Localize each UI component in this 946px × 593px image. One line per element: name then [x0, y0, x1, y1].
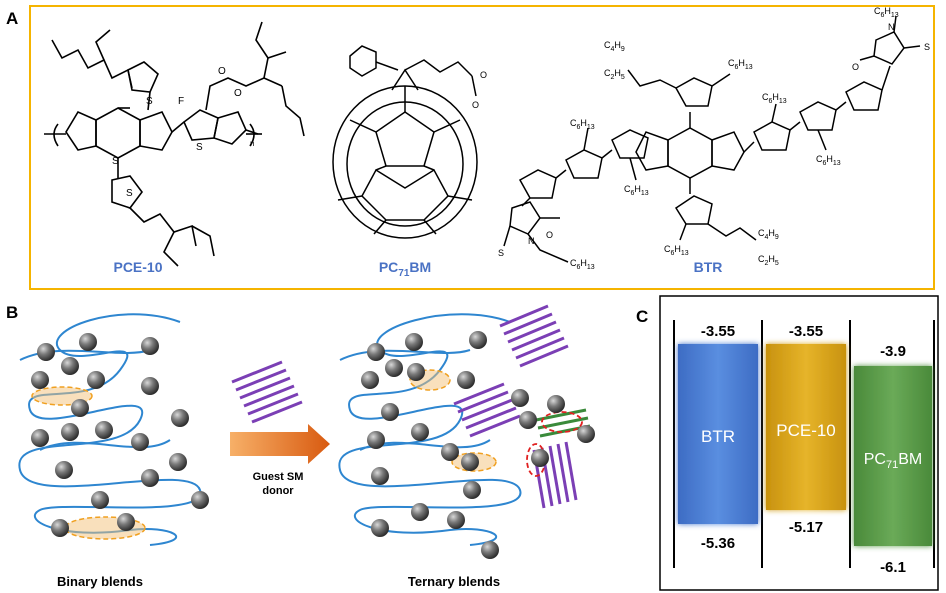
btr-s-left: S: [498, 248, 504, 258]
pce10-lumo: -3.55: [789, 323, 823, 340]
binary-fullerene-balls: [31, 333, 209, 537]
btr-c6h13-c: C6H13: [624, 184, 649, 197]
level-separators: [673, 320, 935, 568]
ternary-fullerene-balls: [361, 331, 595, 559]
binary-polymer-chain-2: [19, 349, 171, 451]
ternary-polymer-chain: [338, 313, 522, 546]
pc71bm-structure: [332, 45, 478, 239]
pce10-level-box: [766, 344, 846, 510]
btr-s-right: S: [924, 42, 930, 52]
btr-o-right: O: [852, 62, 859, 72]
pce10-structure: [44, 21, 305, 267]
pce10-label: PCE-10: [113, 259, 162, 275]
btr-c6h13-h: C6H13: [874, 6, 899, 19]
pce10-o2: O: [234, 88, 242, 99]
pce10-f: F: [178, 96, 184, 107]
panel-c: C BTR -3.55 -5.36 PCE-10 -3.55 -5.17 PC7…: [636, 295, 939, 591]
btr-label: BTR: [694, 259, 723, 275]
btr-level-name: BTR: [701, 427, 735, 446]
btr-c6h13-a: C6H13: [728, 58, 753, 71]
ternary-stack-3: [532, 441, 578, 509]
btr-n-left: N: [528, 236, 535, 246]
btr-c4h9-bot: C4H9: [758, 228, 779, 241]
pc71bm-lumo: -3.9: [880, 343, 906, 360]
btr-c2h5-bot: C2H5: [758, 254, 779, 267]
pc71bm-level-name: PC71BM: [864, 451, 922, 471]
btr-homo: -5.36: [701, 535, 735, 552]
btr-lumo: -3.55: [701, 323, 735, 340]
binary-caption: Binary blends: [57, 574, 143, 589]
panel-a: A: [6, 5, 935, 290]
panel-b: B Binary blends Guest SM donor: [6, 303, 595, 589]
panel-a-label: A: [6, 9, 18, 28]
ternary-stack-2: [453, 382, 521, 438]
btr-c6h13-f: C6H13: [664, 244, 689, 257]
pc71bm-o1: O: [480, 70, 487, 80]
pce10-s3: S: [196, 142, 203, 153]
pce10-s4: S: [126, 188, 133, 199]
ternary-stack-1: [499, 304, 569, 368]
ternary-cascade-1: [541, 411, 583, 433]
btr-c6h13-e: C6H13: [816, 154, 841, 167]
arrow-text-line2: donor: [262, 485, 294, 497]
pce10-s2: S: [146, 96, 153, 107]
guest-sm-stack: [231, 360, 303, 424]
arrow-text-line1: Guest SM: [253, 471, 304, 483]
btr-c2h5-top: C2H5: [604, 68, 625, 81]
panel-a-border: [29, 5, 935, 290]
ternary-caption: Ternary blends: [408, 574, 500, 589]
btr-c6h13-b: C6H13: [570, 118, 595, 131]
btr-c6h13-g: C6H13: [570, 258, 595, 271]
pc71bm-label: PC71BM: [379, 259, 431, 279]
btr-level-box: [678, 344, 758, 524]
pc71bm-level-box: [854, 366, 932, 546]
btr-c6h13-d: C6H13: [762, 92, 787, 105]
panel-b-label: B: [6, 303, 18, 322]
pc71bm-homo: -6.1: [880, 559, 906, 576]
pce10-homo: -5.17: [789, 519, 823, 536]
btr-structure: [503, 15, 921, 263]
pce10-s1: S: [112, 156, 119, 167]
pce10-level-name: PCE-10: [776, 421, 836, 440]
btr-n-right: N: [888, 22, 895, 32]
guest-arrow: [230, 424, 330, 464]
pce10-o1: O: [218, 66, 226, 77]
pc71bm-o2: O: [472, 100, 479, 110]
panel-c-label: C: [636, 307, 648, 326]
pce10-n: n: [250, 139, 254, 148]
btr-c4h9-top: C4H9: [604, 40, 625, 53]
btr-o-left: O: [546, 230, 553, 240]
